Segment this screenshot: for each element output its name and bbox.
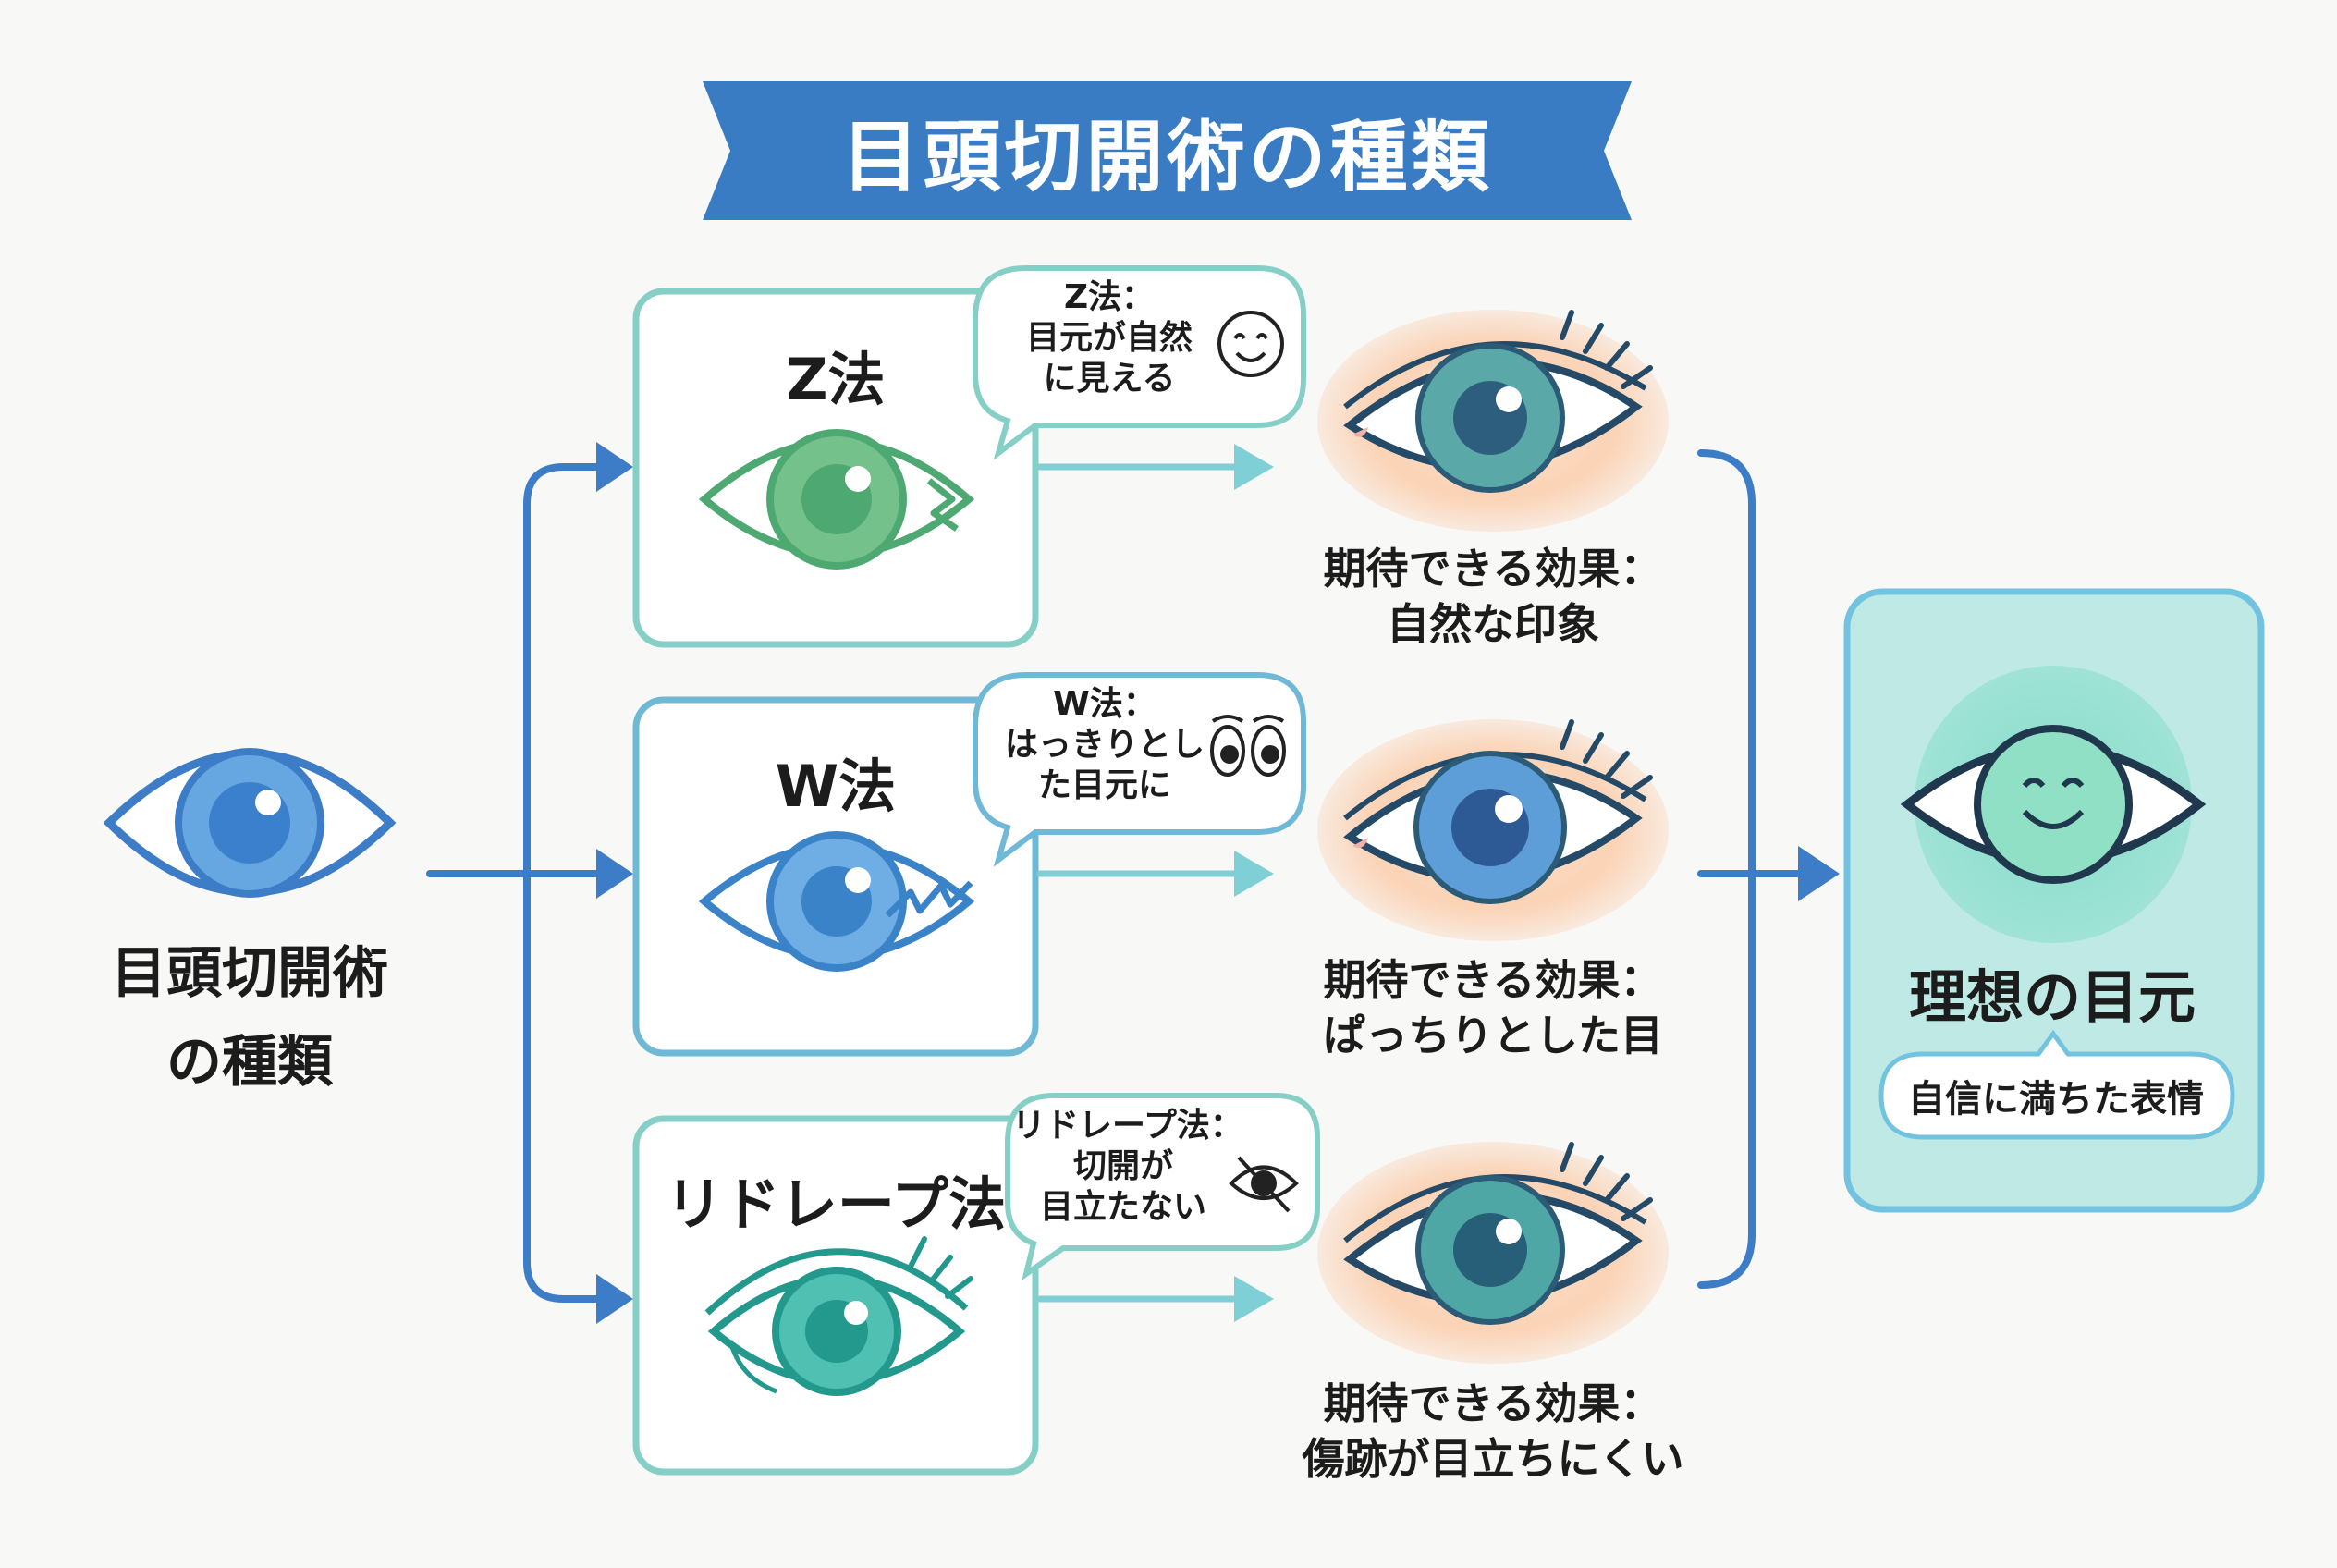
bubble-z [973,265,1306,460]
effect-r-value: 傷跡が目立ちにくい [1302,1434,1684,1484]
smiling-face-icon [1217,311,1284,377]
bubble-r-line2: 切開が [1072,1147,1173,1185]
effect-w: 期待できる効果： ぱっちりとした目 [1276,952,1710,1063]
root-label: 目頭切開術 の種類 [65,929,434,1107]
method-title-z: Z法 [786,346,886,413]
effect-w-label: 期待できる効果： [1323,955,1663,1005]
method-title-r: リドレープ法 [665,1170,1007,1238]
bubble-z-line3: に見える [1043,360,1176,398]
bubble-w-line1: W法： [1053,685,1156,723]
method-title-w: W法 [775,753,897,820]
effect-r-label: 期待できる効果： [1323,1378,1663,1428]
result-subtitle: 自信に満ちた表情 [1908,1078,2204,1121]
root-label-line1: 目頭切開術 [111,941,388,1006]
effect-r: 期待できる効果： 傷跡が目立ちにくい [1276,1376,1710,1487]
arrow-head-r [596,1274,633,1324]
bubble-r-line1: リドレープ法： [1012,1107,1243,1145]
effect-eye-r-icon [1317,1142,1669,1364]
result-eye-icon [1900,725,2207,884]
root-label-line2: の種類 [166,1030,333,1095]
bubble-z-line2: 目元が自然 [1025,319,1193,357]
effect-arrow-head-w [1234,851,1274,897]
effect-eye-w-icon [1317,719,1669,941]
page-title: 目頭切開術の種類 [841,111,1493,202]
effect-z-value: 自然な印象 [1387,599,1599,649]
bubble-r-line3: 目立たない [1039,1188,1206,1226]
root-eye-icon [103,748,397,898]
r-eye-icon [704,1236,973,1396]
bubble-w-line2: はっきりとし [1004,726,1205,764]
bubble-w-text: W法： はっきりとし た目元に [994,684,1216,806]
result-title: 理想の目元 [1908,963,2196,1031]
w-eye-icon [698,831,975,972]
converge-arrow-head [1798,846,1840,901]
wide-eyes-icon [1210,715,1286,777]
effect-eye-z-icon [1317,310,1669,532]
effect-arrow-head-z [1234,444,1274,490]
effect-w-value: ぱっちりとした目 [1323,1011,1663,1060]
bubble-z-text: Z法： 目元が自然 に見える [998,277,1220,399]
bubble-z-line1: Z法： [1063,278,1156,316]
title-banner [703,81,1632,220]
branch-connector [426,463,603,1303]
bubble-r-text: リドレープ法： 切開が 目立たない [1012,1106,1243,1228]
effect-arrows [1036,463,1241,1303]
converge-connector [1697,449,1806,1289]
effect-z: 期待できる効果： 自然な印象 [1276,541,1710,652]
bubble-r [1005,1093,1320,1281]
result-sub-pill [1878,1029,2235,1140]
z-eye-icon [698,429,975,570]
effect-z-label: 期待できる効果： [1323,544,1663,594]
arrow-head-z [596,442,633,492]
bubble-w-line3: た目元に [1037,766,1171,804]
bubble-w [973,672,1306,867]
hidden-eye-icon [1229,1156,1299,1213]
effect-arrow-head-r [1234,1276,1274,1322]
arrow-head-w [596,849,633,899]
